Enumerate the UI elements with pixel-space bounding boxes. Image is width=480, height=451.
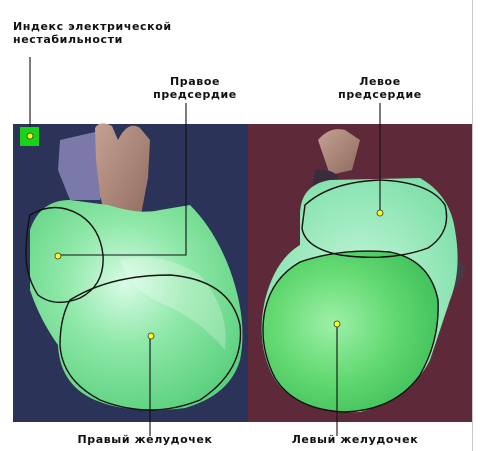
left-ventricle-label: Левый желудочек bbox=[260, 433, 450, 446]
marker-instability-index[interactable] bbox=[27, 133, 33, 139]
left-atrium-label: Левое предсердие bbox=[315, 75, 445, 101]
right-ventricle-label: Правый желудочек bbox=[50, 433, 240, 446]
marker-right-ventricle[interactable] bbox=[148, 333, 154, 339]
marker-left-atrium[interactable] bbox=[377, 210, 383, 216]
instability-index-label: Индекс электрической нестабильности bbox=[13, 20, 172, 46]
right-atrium-label: Правое предсердие bbox=[130, 75, 260, 101]
marker-right-atrium[interactable] bbox=[55, 253, 61, 259]
marker-left-ventricle[interactable] bbox=[334, 321, 340, 327]
